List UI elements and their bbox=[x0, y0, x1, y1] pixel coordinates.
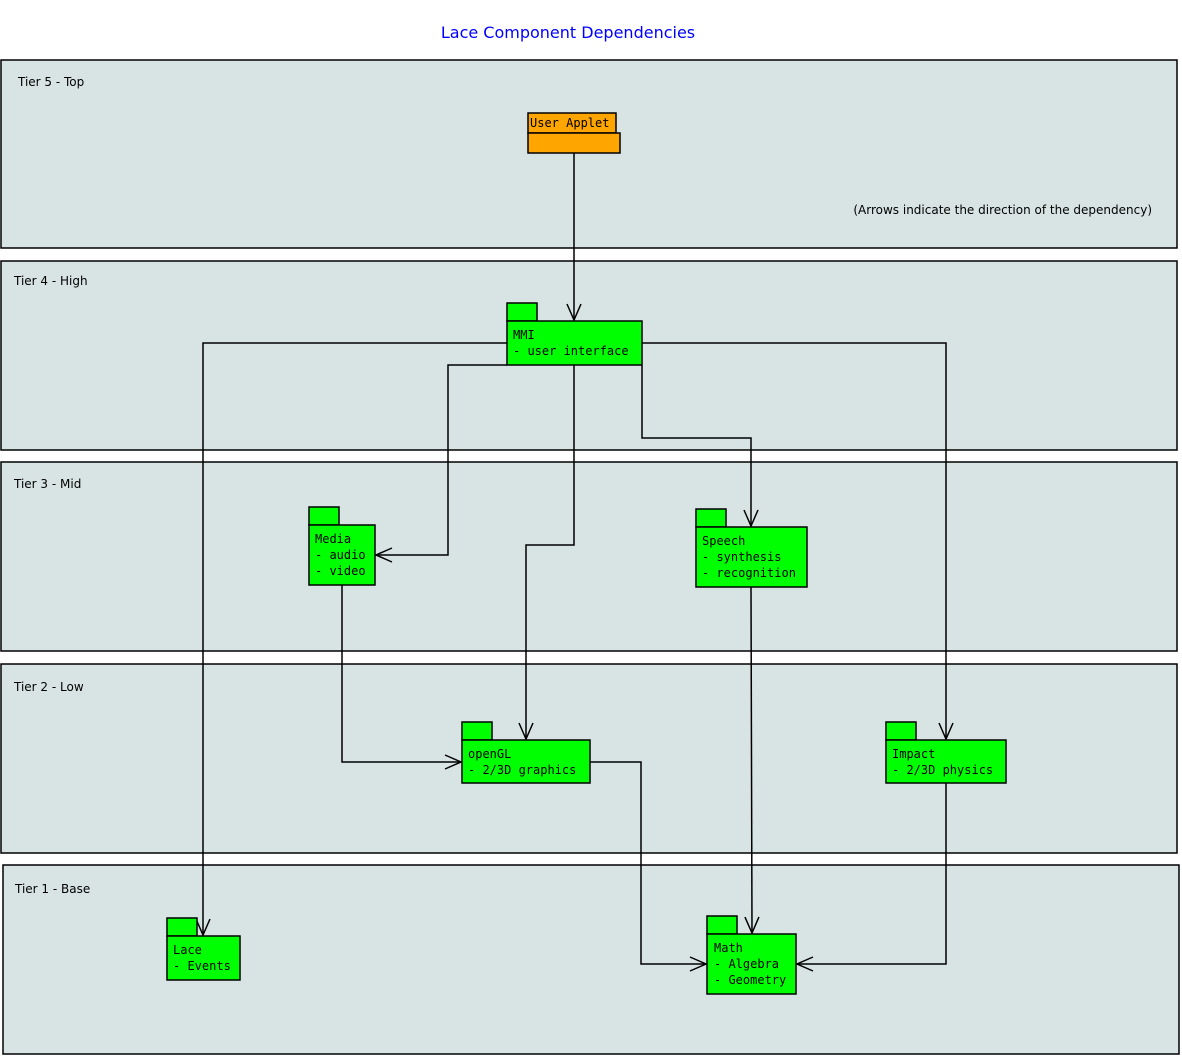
package-line: - synthesis bbox=[702, 550, 781, 564]
package-media[interactable]: Media - audio - video bbox=[308, 506, 376, 586]
tier-5: Tier 5 - Top (Arrows indicate the direct… bbox=[0, 59, 1178, 249]
package-name: Lace bbox=[173, 943, 202, 957]
package-name: Media bbox=[315, 532, 351, 546]
dependency-arrow-mmi-to-lace bbox=[195, 342, 507, 937]
dependency-arrow-opengl-to-math bbox=[590, 761, 708, 972]
package-math[interactable]: Math - Algebra - Geometry bbox=[706, 915, 797, 995]
package-name: MMI bbox=[513, 328, 535, 342]
dependency-arrow-mmi-to-media bbox=[374, 364, 507, 563]
dependency-arrow-impact-to-math bbox=[795, 783, 947, 972]
dependency-arrow-media-to-opengl bbox=[341, 585, 463, 770]
package-line: - 2/3D graphics bbox=[468, 763, 576, 777]
dependency-arrow-speech-to-math bbox=[744, 586, 760, 935]
package-name: openGL bbox=[468, 747, 511, 761]
dependency-arrow-mmi-to-speech bbox=[641, 365, 759, 528]
package-line: - 2/3D physics bbox=[892, 763, 993, 777]
dependency-arrow-mmi-to-impact bbox=[642, 342, 954, 741]
diagram-title: Lace Component Dependencies bbox=[441, 23, 695, 42]
tier-3: Tier 3 - Mid bbox=[0, 461, 1178, 652]
package-line: - user interface bbox=[513, 344, 629, 358]
dependency-arrow-mmi-to-opengl bbox=[518, 365, 575, 741]
package-line: - recognition bbox=[702, 566, 796, 580]
legend-note: (Arrows indicate the direction of the de… bbox=[853, 203, 1152, 217]
package-line: - video bbox=[315, 564, 366, 578]
package-user-applet[interactable]: User Applet bbox=[527, 112, 621, 154]
package-line: - Events bbox=[173, 959, 231, 973]
package-impact[interactable]: Impact - 2/3D physics bbox=[885, 721, 1007, 784]
package-opengl[interactable]: openGL - 2/3D graphics bbox=[461, 721, 591, 784]
package-name: Math bbox=[714, 941, 743, 955]
package-line: - Algebra bbox=[714, 957, 779, 971]
package-mmi[interactable]: MMI - user interface bbox=[506, 302, 643, 366]
package-speech[interactable]: Speech - synthesis - recognition bbox=[695, 508, 808, 588]
dependency-edges bbox=[195, 153, 954, 972]
tier-label: Tier 3 - Mid bbox=[13, 477, 81, 491]
package-name: Speech bbox=[702, 534, 745, 548]
package-line: - Geometry bbox=[714, 973, 786, 987]
tier-label: Tier 5 - Top bbox=[17, 75, 84, 89]
tier-label: Tier 2 - Low bbox=[13, 680, 84, 694]
tier-label: Tier 4 - High bbox=[13, 274, 88, 288]
tier-label: Tier 1 - Base bbox=[14, 882, 90, 896]
package-name: User Applet bbox=[530, 116, 609, 130]
package-line: - audio bbox=[315, 548, 366, 562]
package-name: Impact bbox=[892, 747, 935, 761]
package-lace[interactable]: Lace - Events bbox=[166, 917, 241, 981]
